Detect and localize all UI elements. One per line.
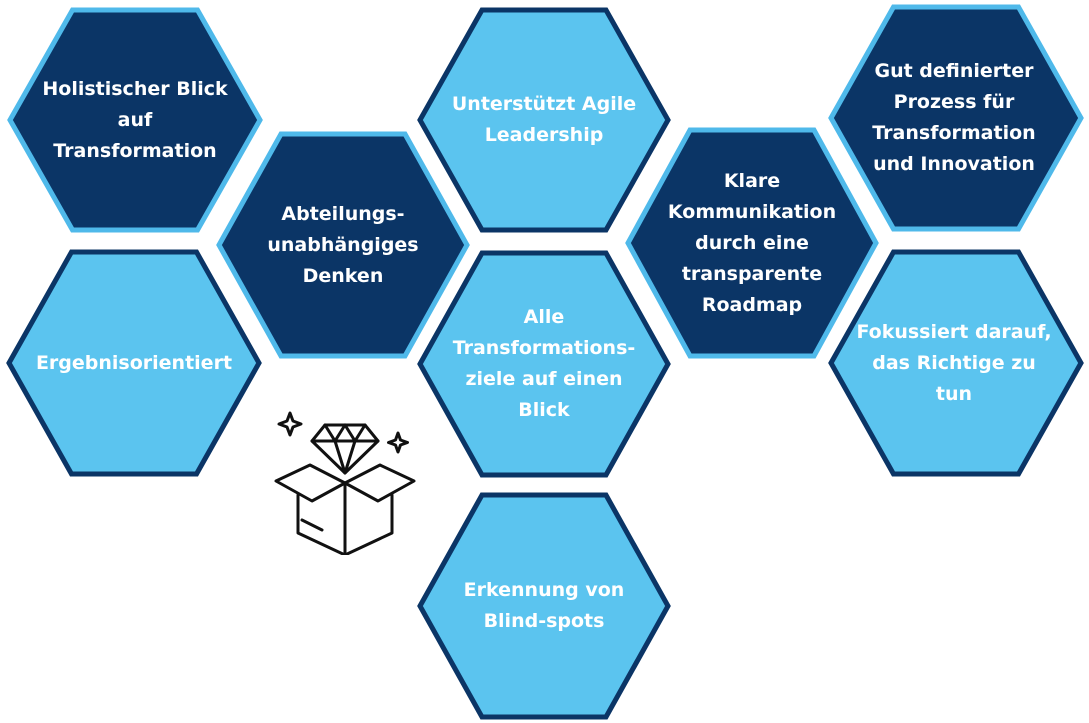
hex-label-ziele: Alle Transformations- ziele auf einen Bl…	[452, 306, 636, 421]
hexagon-ziele	[417, 250, 671, 478]
hexagon-kommunikation	[625, 127, 879, 359]
hex-label-blindspots: Erkennung von Blind-spots	[463, 579, 625, 632]
hex-label-ergebnis: Ergebnisorientiert	[35, 351, 233, 374]
hex-label-prozess: Gut definierter Prozess für Transformati…	[872, 60, 1036, 175]
hex-label-fokus: Fokussiert darauf, das Richtige zu tun	[856, 320, 1052, 405]
hexagon-holistisch	[7, 7, 263, 233]
hexagon-blindspots	[417, 492, 671, 720]
hexagon-abteilung	[216, 131, 470, 359]
hexagon-fokus	[828, 249, 1084, 477]
hexagon-prozess	[828, 4, 1084, 232]
hexagon-agile	[417, 7, 671, 233]
gift-box-diamond-icon	[274, 411, 416, 555]
hex-label-holistisch: Holistischer Blick auf Transformation	[42, 77, 228, 162]
hex-label-abteilung: Abteilungs- unabhängiges Denken	[267, 202, 419, 287]
hexagon-ergebnis	[6, 249, 262, 477]
hex-label-kommunikation: Klare Kommunikation durch eine transpare…	[667, 169, 837, 316]
hex-label-agile: Unterstützt Agile Leadership	[451, 93, 637, 146]
